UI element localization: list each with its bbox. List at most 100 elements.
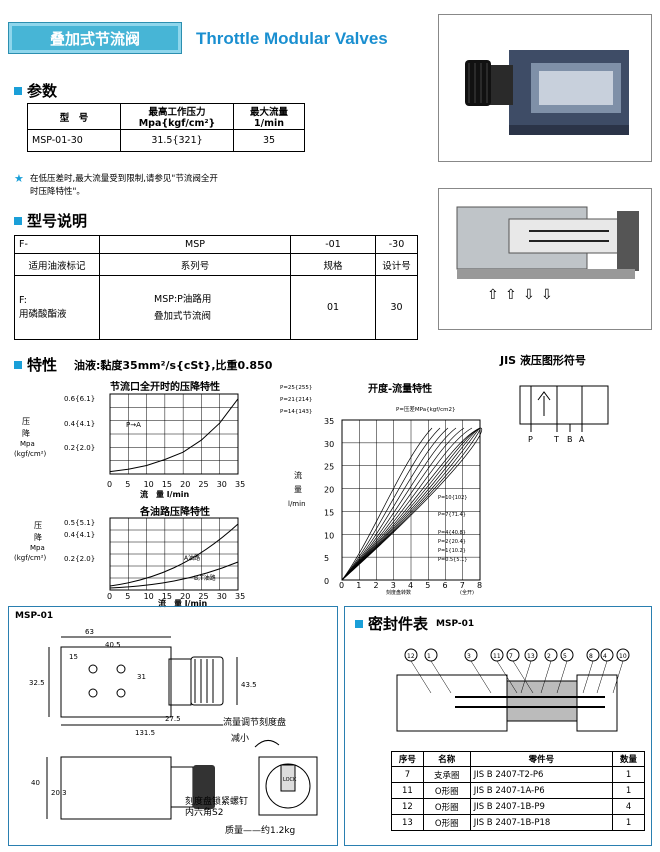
cross-section-drawing: ⇧ ⇧ ⇩ ⇩ [456, 206, 639, 303]
graph1-ylabel-2: 降 [22, 428, 30, 438]
graph2-grid [109, 517, 239, 591]
params-col-pressure: 最高工作压力 Mpa{kgf/cm²} [120, 103, 234, 130]
graph3-curve-label-6: P=0.5{5.1} [438, 557, 467, 563]
graph1-ytick-1: 0.6{6.1} [64, 395, 95, 403]
seals-col-no: 序号 [391, 751, 424, 767]
arrow-down-2: ⇩ [541, 287, 553, 303]
params-col-flow: 最大流量 1/min [233, 103, 305, 130]
graph2-label-bt: B,T油路 [194, 574, 216, 582]
x-tick-label: 5 [125, 480, 130, 489]
callout-leader [596, 660, 608, 694]
flow-curve [341, 427, 481, 581]
callout-label: 1 [427, 653, 431, 660]
graph2-label-a: A油路 [184, 554, 200, 562]
model-heading: 型号说明 [14, 210, 87, 231]
params-heading: 参数 [14, 80, 57, 101]
jis-port-p: P [528, 435, 533, 444]
desc-size: 01 [290, 275, 376, 340]
dim-325: 32.5 [29, 679, 45, 687]
dial-label: 流量调节刻度盘 [223, 718, 287, 728]
callout-label: 8 [589, 653, 593, 660]
callout-label: 5 [563, 653, 567, 660]
graph2-ytick-3: 0.2{2.0} [64, 555, 95, 563]
callout-leader [512, 660, 534, 694]
star-icon: ★ [14, 172, 24, 185]
graph3-xlabel: 刻度盘转数 [386, 589, 411, 596]
flow-curve [341, 427, 449, 581]
code-design: -30 [375, 235, 418, 254]
graph2-ylabel-2: 降 [34, 532, 42, 542]
graph3-title: 开度-流量特性 [368, 384, 433, 395]
graph3-curve-label-5: P=1{10.2} [438, 548, 466, 554]
graph1: 压 降 Mpa (kgf/cm²) 0.6{6.1} 0.4{4.1} 0.2{… [14, 393, 245, 489]
flow-curve [341, 427, 457, 581]
flow-curve [341, 427, 433, 581]
seal-name: O形圈 [422, 782, 471, 799]
seals-heading-text: 密封件表 [368, 615, 429, 633]
callout-label: 10 [619, 653, 627, 660]
seal-qty: 1 [612, 814, 645, 831]
callout-leader [540, 660, 552, 694]
callout-label: 12 [407, 653, 415, 660]
callout-label: 11 [493, 653, 501, 660]
seals-col-qty: 数量 [612, 751, 645, 767]
graph1-grid [109, 393, 239, 475]
params-flow: 35 [233, 129, 305, 152]
callout-leader [496, 660, 518, 694]
graph3-legend-3: P=14{143} [280, 409, 312, 415]
x-tick-label: 7 [460, 581, 465, 590]
callout-leader [410, 660, 432, 694]
flow-curve [341, 427, 473, 581]
seal-part: JIS B 2407-1A-P6 [469, 782, 614, 799]
graph3: P=25{255} P=21{214} P=14{143} P=压差MPa{kg… [280, 385, 483, 596]
graph3-legend-1: P=25{255} [280, 385, 312, 391]
seals-model: MSP-01 [436, 618, 475, 629]
y-tick-label: 30 [324, 440, 334, 449]
graph3-curve-label-1: P=10{102} [438, 495, 467, 501]
graph3-legend-2: P=21{214} [280, 397, 312, 403]
x-tick-label: 15 [162, 592, 172, 600]
jis-heading: JIS 液压图形符号 [500, 354, 586, 367]
graph2-ytick-1: 0.5{5.1} [64, 519, 95, 527]
label-fluid: 适用油液标记 [14, 253, 100, 276]
arrow-down-1: ⇩ [523, 287, 535, 303]
dim-405: 40.5 [105, 641, 121, 649]
seal-qty: 4 [612, 798, 645, 815]
model-heading-text: 型号说明 [27, 212, 88, 230]
reduce-label: 减小 [231, 734, 250, 744]
seal-no: 13 [391, 814, 424, 831]
dim-40: 40 [31, 779, 40, 787]
x-tick-label: 20 [180, 592, 190, 600]
label-series: 系列号 [99, 253, 291, 276]
graph1-curve [109, 398, 239, 473]
callout-circle [600, 648, 614, 662]
code-fluid: F- [14, 235, 100, 254]
x-tick-label: 5 [125, 592, 130, 600]
callout-leader [430, 660, 452, 694]
graph1-ylabel-1: 压 [22, 417, 30, 426]
y-tick-label: 25 [324, 463, 334, 472]
desc-design: 30 [375, 275, 418, 340]
flow-curve [341, 427, 481, 581]
graph3-curve-label-4: P=2{20.4} [438, 539, 466, 545]
product-photo [438, 14, 652, 162]
callout-leader [520, 660, 532, 694]
heading-bullet [14, 216, 22, 225]
x-tick-label: 10 [144, 480, 154, 489]
params-heading-text: 参数 [27, 82, 58, 100]
lock-mark: LOCK [283, 777, 297, 783]
x-tick-label: 15 [162, 480, 172, 489]
code-size: -01 [290, 235, 376, 254]
x-tick-label: 4 [408, 581, 413, 590]
callout-circle [616, 648, 630, 662]
flow-curve [341, 427, 465, 581]
callout-leader [470, 660, 492, 694]
x-tick-label: 8 [477, 581, 482, 590]
y-tick-label: 10 [324, 531, 334, 540]
oil-spec: 油液:黏度35mm²/s{cSt},比重0.850 [74, 359, 273, 372]
x-tick-label: 25 [198, 592, 208, 600]
